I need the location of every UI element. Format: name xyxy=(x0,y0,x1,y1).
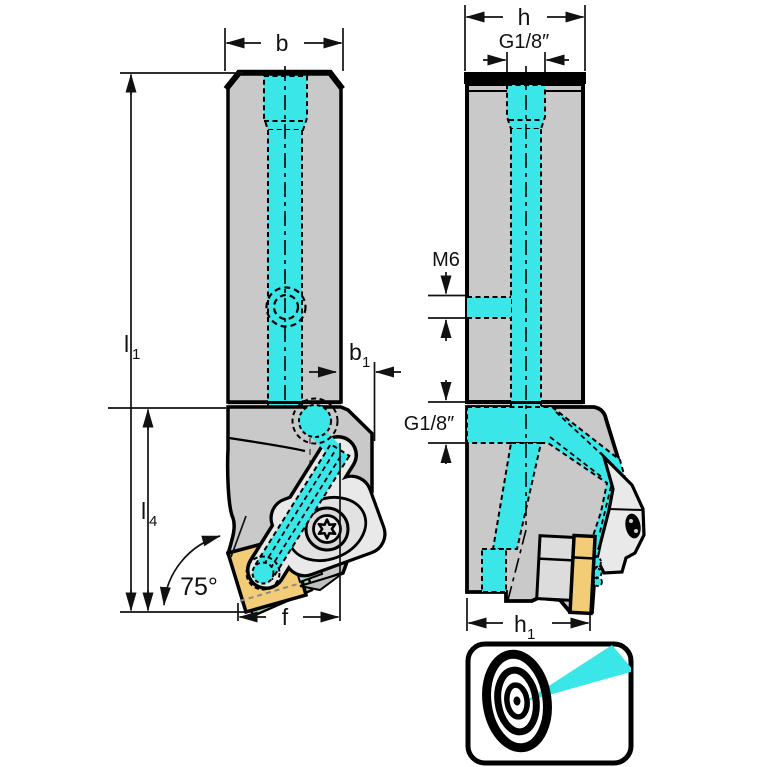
m6-side-port xyxy=(467,297,511,318)
insert-divider xyxy=(538,557,573,562)
torx-screw xyxy=(304,506,350,552)
head-lower-facet xyxy=(299,572,344,592)
nozzle-ring xyxy=(245,555,281,591)
dim-label-g18-side: G1/8″ xyxy=(404,413,454,435)
dim-label-l4: l xyxy=(141,498,146,524)
screw-highlight xyxy=(634,529,638,533)
seat-hidden-line xyxy=(239,582,302,602)
insert-edge-strip xyxy=(568,533,597,616)
dim-label-f: f xyxy=(282,604,289,630)
dim-label-angle: 75° xyxy=(180,573,218,601)
dim-g18-top xyxy=(483,52,569,72)
torx-socket xyxy=(317,518,337,540)
shank-right-top-face xyxy=(464,72,586,84)
dimension-lines xyxy=(108,5,591,631)
gallery-hidden-line xyxy=(555,411,615,467)
coolant-beam-icon xyxy=(524,645,631,702)
dim-label-b: b xyxy=(276,30,289,56)
bullseye-icon xyxy=(482,649,552,753)
dim-l4 xyxy=(108,407,250,613)
dim-label-h1-sub: 1 xyxy=(527,626,535,643)
gallery-hidden-line xyxy=(549,436,604,479)
outlet-dot xyxy=(593,577,603,587)
dim-h xyxy=(464,5,586,71)
head-facet-line xyxy=(228,436,306,453)
dim-label-h1: h xyxy=(514,611,527,637)
dim-label-b1: b xyxy=(349,339,362,365)
gallery-hidden-line xyxy=(598,477,614,537)
clamp-right xyxy=(595,451,646,575)
dim-g18-side xyxy=(428,380,465,464)
coolant-channel-right xyxy=(466,66,627,601)
dim-b1 xyxy=(309,362,401,441)
clamp-facet-line xyxy=(608,508,643,511)
dim-h1 xyxy=(466,598,591,631)
dim-label-l1: l xyxy=(124,331,129,357)
coolant-channel-left xyxy=(263,66,308,442)
cross-hole-inner xyxy=(272,293,300,321)
right-view xyxy=(464,66,646,616)
coolant-target-icon xyxy=(465,641,634,766)
dim-label-g18-top: G1/8″ xyxy=(499,31,549,53)
dim-f xyxy=(237,443,341,623)
insert-divider xyxy=(572,556,594,560)
dim-label-b1-sub: 1 xyxy=(362,354,370,371)
dim-m6 xyxy=(428,272,465,341)
head-bore-upper xyxy=(491,442,543,550)
screw-highlight xyxy=(629,519,633,523)
coolant-elbow-port xyxy=(298,404,332,438)
head-bore-lower xyxy=(481,548,507,593)
dim-label-h: h xyxy=(518,4,531,30)
left-view xyxy=(223,66,387,618)
dim-label-l1-sub: 1 xyxy=(132,346,140,363)
dim-l1 xyxy=(120,72,243,612)
centerline-right-bend xyxy=(507,529,527,601)
dimension-labels: b h G1/8″ l 1 l 4 b 1 f 75° M6 G1/8″ h 1 xyxy=(124,4,549,643)
dim-label-l4-sub: 4 xyxy=(149,513,157,530)
clamp-coolant-channel xyxy=(245,397,351,591)
nozzle-outlet xyxy=(251,561,275,585)
coolant-elbow-ring xyxy=(291,397,339,445)
insert-right xyxy=(535,533,597,616)
insert-seat-face xyxy=(535,534,576,602)
dim-b xyxy=(224,28,344,71)
cross-hole-outer xyxy=(265,286,307,328)
dim-label-m6: M6 xyxy=(432,249,460,271)
dim-angle xyxy=(159,515,247,606)
